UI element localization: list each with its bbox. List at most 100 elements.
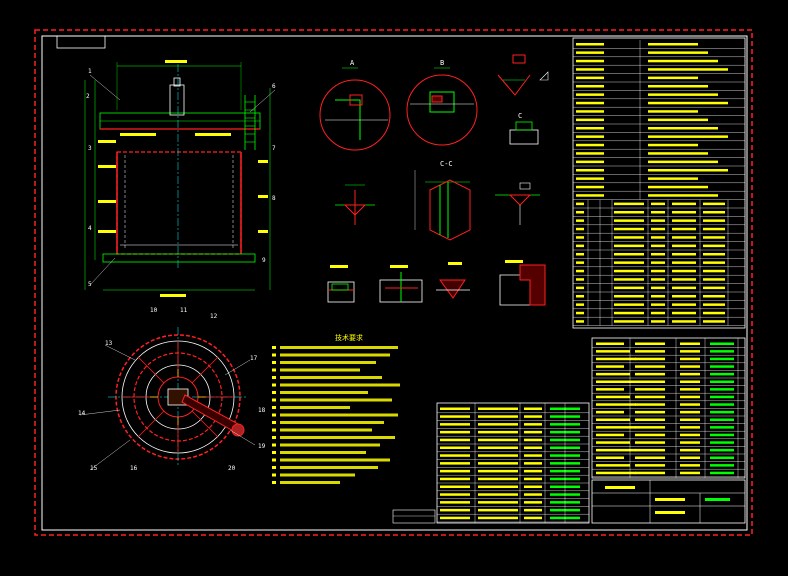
parts-cell-text [635,410,665,414]
spec-cell-text [651,278,665,281]
spec-cell-text [648,118,708,122]
parts-cell-text [680,418,700,421]
parts-cell-text [710,395,734,399]
parts-cell-text [635,388,665,391]
spec-cell-text [651,244,665,248]
parts-cell-text [710,456,734,459]
callout-number: 9 [262,257,266,264]
spec-cell-text [703,311,725,315]
parts-cell-text [440,477,470,481]
spec-cell-text [648,43,698,46]
detail-view-a [319,67,391,151]
parts-cell-text [680,388,700,391]
note-line [280,391,368,394]
parts-cell-text [478,516,518,520]
callout-number: 4 [88,225,92,232]
parts-cell-text [710,433,734,437]
spec-cell-text [648,135,728,138]
note-bullet [272,481,276,484]
spec-cell-text [576,202,584,206]
parts-cell-text [478,446,518,449]
spec-cell-text [703,261,725,264]
parts-list-left [436,402,590,524]
tank-elevation-view [84,62,276,291]
spec-cell-text [703,211,725,214]
note-line [280,346,398,349]
parts-cell-text [524,454,542,457]
parts-cell-text [680,380,700,383]
parts-cell-text [440,516,470,520]
parts-cell-text [440,407,470,410]
parts-cell-text [524,430,542,434]
spec-cell-text [672,219,696,222]
parts-cell-text [710,403,734,406]
spec-cell-text [648,169,728,172]
spec-cell-text [703,253,725,256]
parts-cell-text [440,415,470,418]
spec-cell-text [672,278,696,281]
note-bullet [272,443,276,447]
spec-cell-text [576,76,604,80]
spec-cell-text [703,227,725,231]
spec-cell-text [614,211,644,214]
parts-cell-text [635,342,665,345]
spec-cell-text [614,295,644,298]
spec-cell-text [651,261,665,264]
spec-cell-text [576,211,584,214]
spec-cell-text [648,185,708,189]
note-line [280,436,395,439]
parts-cell-text [440,501,470,504]
label-section-b: B [440,59,444,67]
parts-cell-text [596,471,636,475]
bottom-detail-1 [327,265,355,303]
parts-cell-text [680,357,700,361]
spec-cell-text [576,135,604,138]
spec-cell-text [651,320,665,323]
spec-cell-text [672,202,696,206]
detail-weld-symbol-2 [335,184,375,225]
callout-number: 12 [210,313,218,320]
spec-cell-text [614,269,644,273]
note-bullet [272,383,276,387]
parts-cell-text [635,380,665,383]
note-bullet [272,361,276,364]
note-bullet [272,406,276,409]
spec-cell-text [576,295,584,298]
spec-cell-text [672,253,696,256]
spec-cell-text [672,295,696,298]
label-section-c: C [518,112,522,120]
parts-cell-text [710,372,734,376]
note-bullet [272,436,276,439]
parts-cell-text [680,448,700,452]
spec-cell-text [648,59,718,63]
callout-number: 19 [258,443,266,450]
note-line [280,451,366,454]
parts-cell-text [635,350,665,353]
parts-cell-text [680,342,700,345]
spec-cell-text [648,194,718,197]
note-line [280,466,378,469]
parts-cell-text [596,357,636,361]
parts-cell-text [596,372,630,376]
parts-cell-text [635,426,665,429]
parts-cell-text [710,380,734,383]
frame-corner-tag [56,35,106,49]
detail-weld-symbol-3 [495,182,540,225]
parts-cell-text [635,464,665,467]
parts-cell-text [596,342,624,345]
note-line [280,398,392,402]
callout-number: 20 [228,465,236,472]
spec-cell-text [672,227,696,231]
spec-cell-text [648,127,718,130]
parts-cell-text [635,456,665,459]
parts-cell-text [680,426,700,429]
parts-cell-text [710,357,734,361]
spec-cell-text [648,160,718,164]
spec-cell-text [576,244,584,248]
callout-number: 3 [88,145,92,152]
parts-cell-text [524,508,542,512]
spec-cell-text [614,253,644,256]
parts-cell-text [680,350,700,353]
spec-cell-text [703,269,725,273]
